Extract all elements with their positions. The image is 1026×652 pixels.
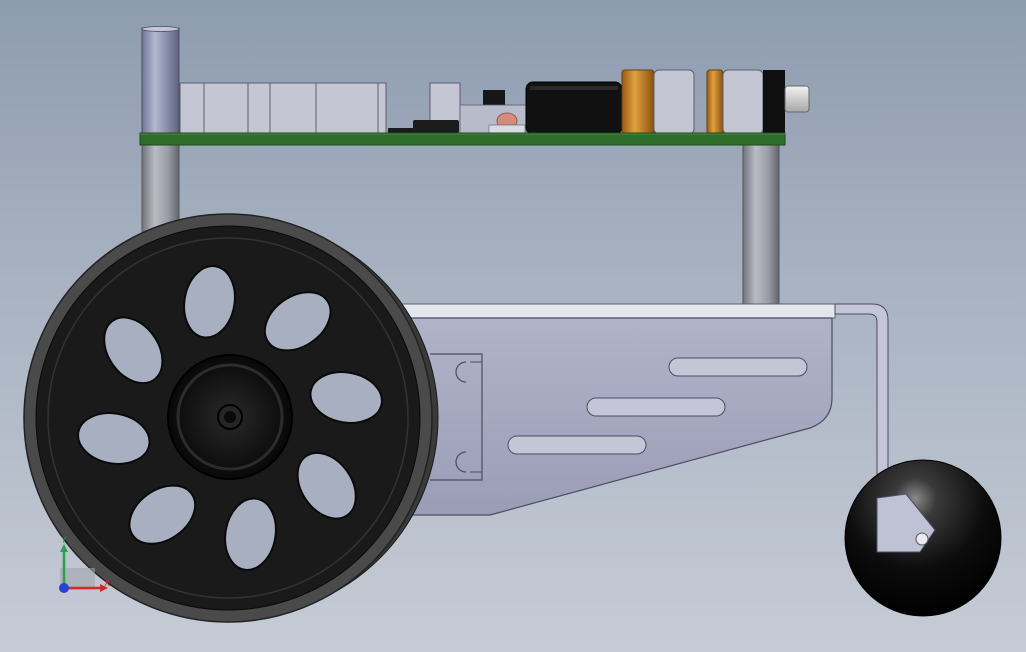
x-axis-arrow bbox=[100, 584, 108, 592]
wheel-hole bbox=[77, 412, 151, 465]
y-axis-arrow bbox=[60, 544, 68, 552]
black-chip bbox=[413, 120, 459, 133]
wheel-hole bbox=[128, 484, 197, 545]
power-jack bbox=[784, 85, 810, 113]
wheel-holes bbox=[77, 265, 383, 571]
z-axis-dot bbox=[59, 583, 69, 593]
wheel-hole bbox=[309, 371, 383, 424]
wheel-hole bbox=[103, 316, 164, 385]
pcb-board bbox=[139, 132, 786, 146]
y-axis-label: Y bbox=[60, 536, 67, 546]
electrolytic-capacitor-2 bbox=[706, 69, 724, 135]
electrolytic-capacitor-1 bbox=[621, 69, 655, 135]
axis-triad: X Y bbox=[59, 536, 110, 593]
drive-wheel bbox=[23, 213, 439, 623]
wheel-hole bbox=[224, 497, 277, 571]
caster-axle bbox=[915, 532, 929, 546]
wheel-hole bbox=[263, 291, 332, 352]
x-axis-label: X bbox=[104, 579, 110, 589]
power-jack-body bbox=[763, 70, 785, 134]
standoff-left-top bbox=[141, 27, 180, 135]
wheel-hole bbox=[296, 451, 357, 520]
regulator bbox=[483, 90, 505, 108]
header-connector bbox=[179, 82, 387, 134]
wheel-hole bbox=[183, 265, 236, 339]
standoff-right bbox=[742, 144, 780, 306]
